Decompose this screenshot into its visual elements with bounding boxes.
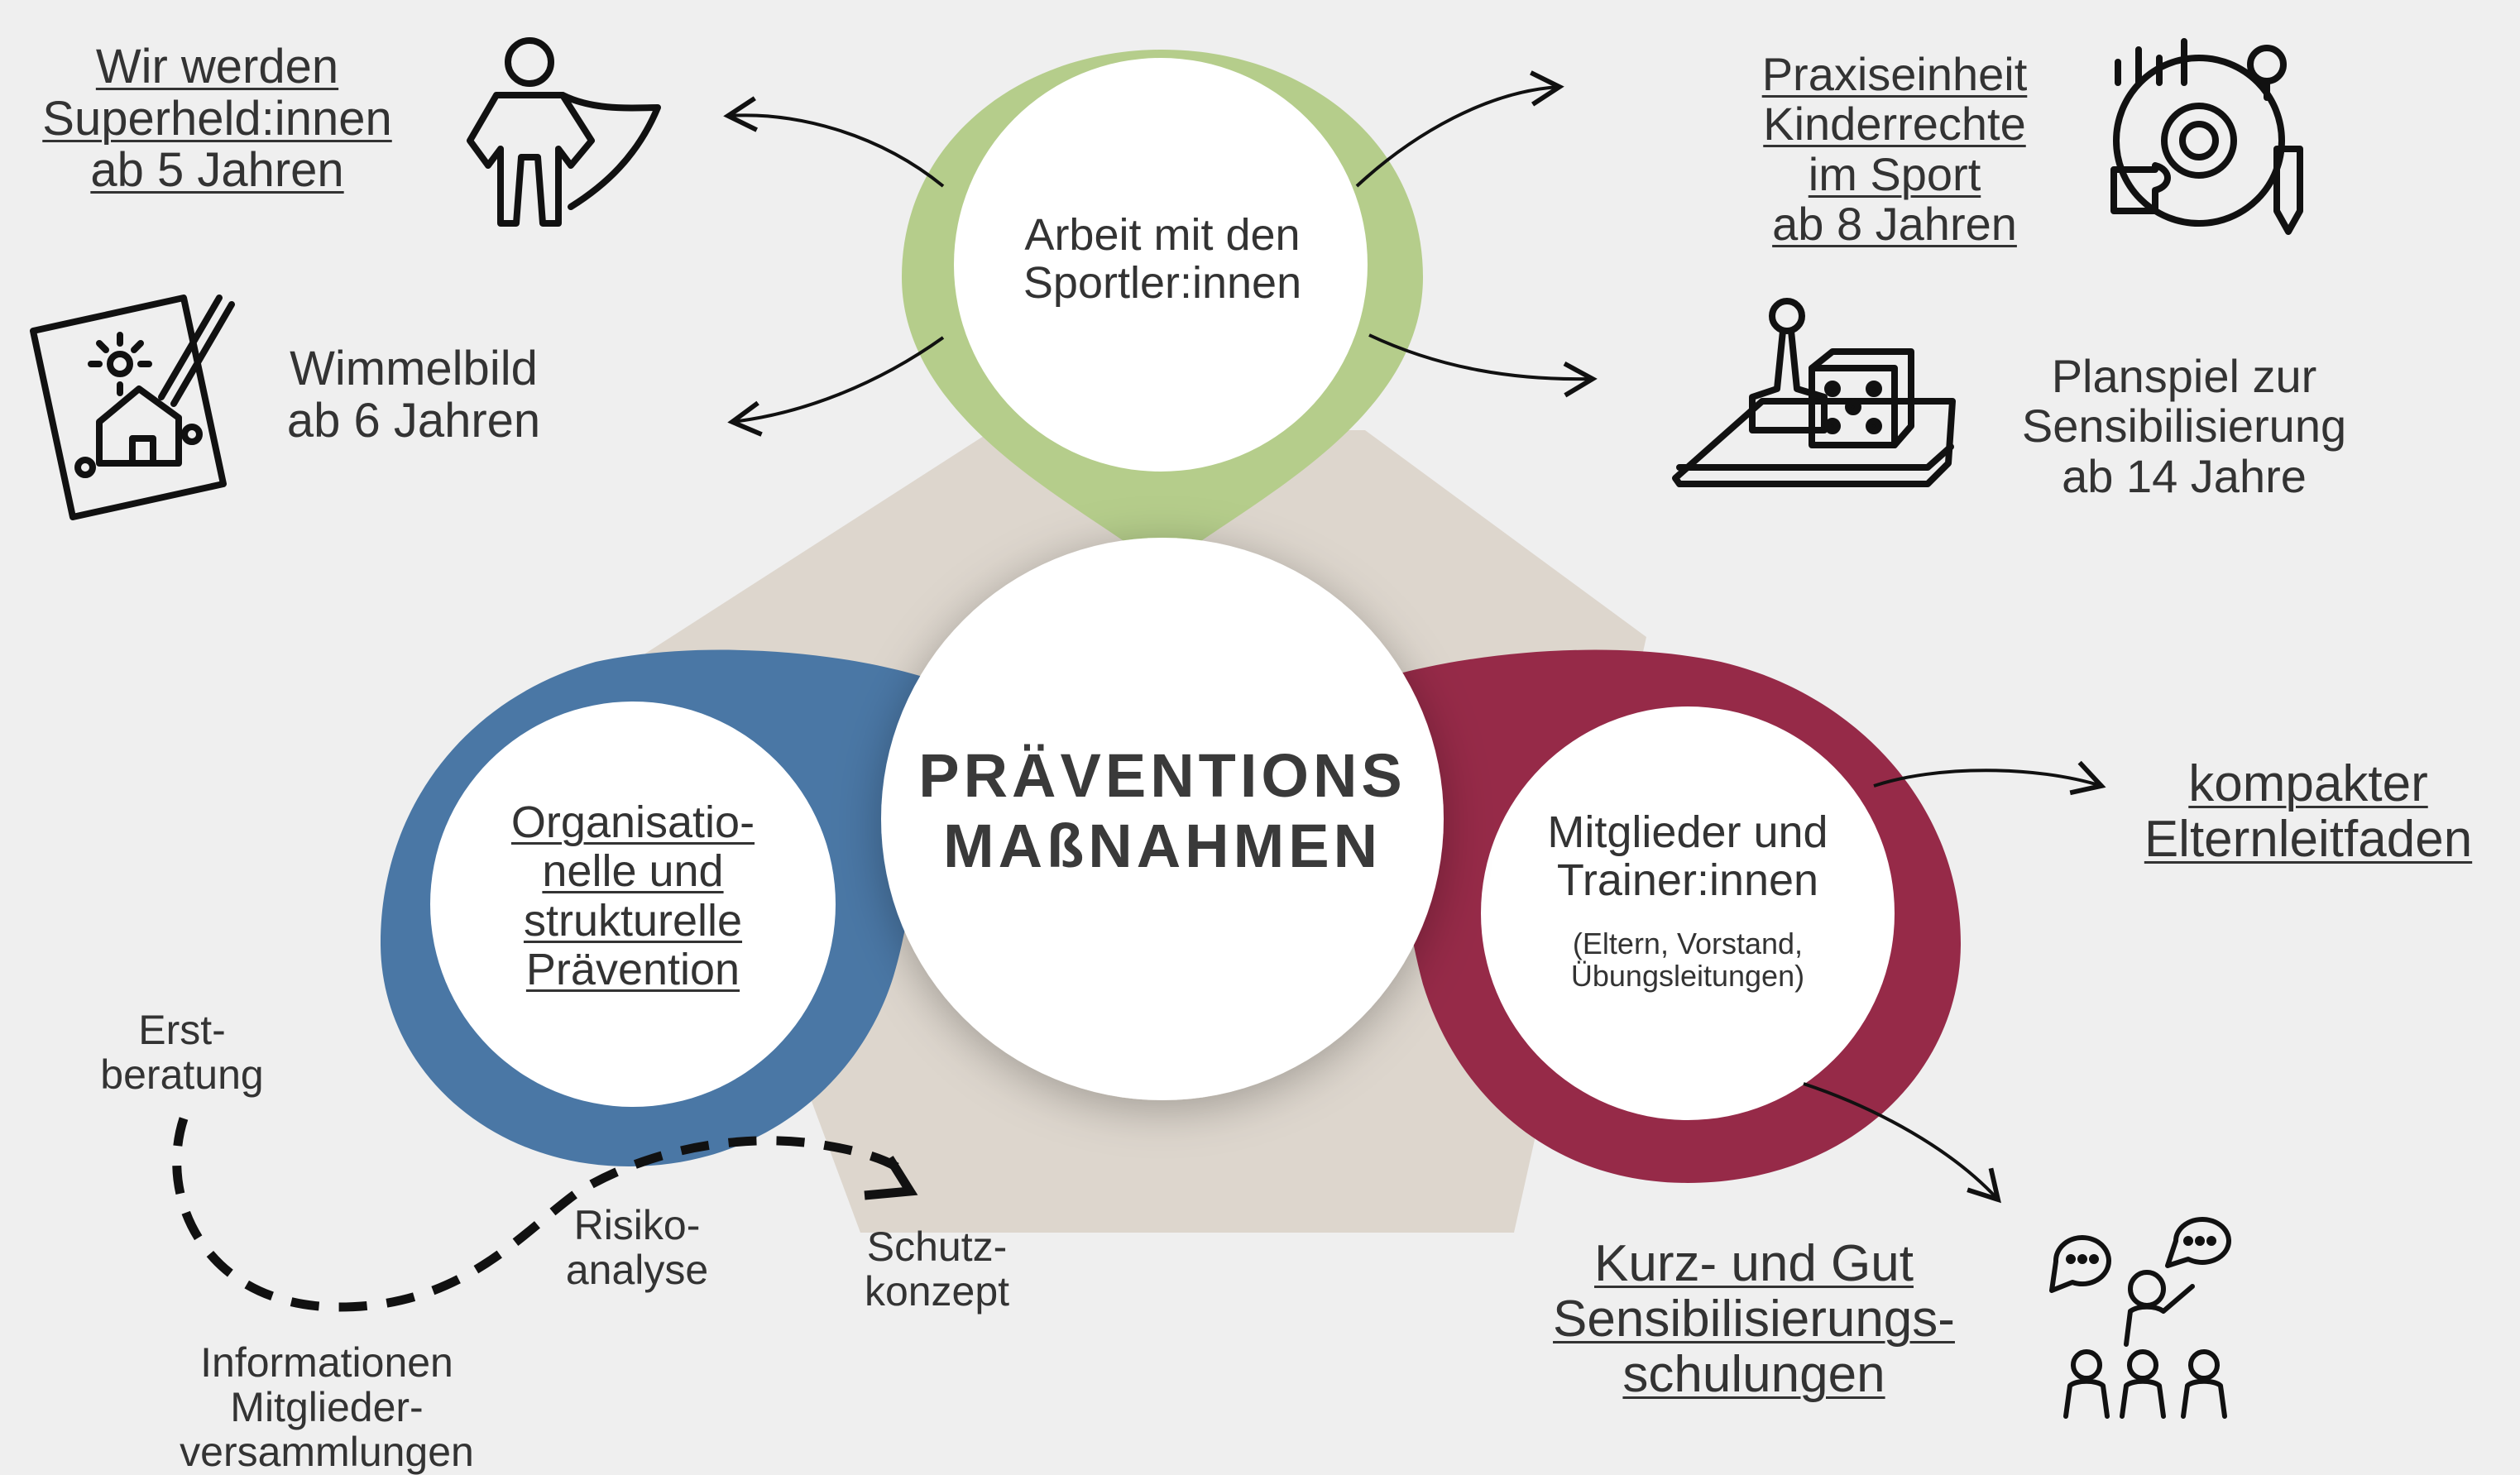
process-step-schutzkonzept: Schutz- konzept <box>827 1224 1047 1314</box>
left-circle-line2[interactable]: nelle und <box>542 846 724 897</box>
center-title: PRÄVENTIONS MAßNAHMEN <box>881 740 1444 881</box>
left-inner-circle <box>430 702 836 1107</box>
elternleitfaden-line2[interactable]: Elternleitfaden <box>2144 810 2473 868</box>
process-dashed-path <box>172 1117 914 1312</box>
process-arrowhead-icon <box>864 1156 918 1200</box>
drawing-icon <box>30 295 235 520</box>
superheld-line2[interactable]: Superheld:innen <box>42 91 392 146</box>
top-circle-label: Arbeit mit den Sportler:innen <box>976 211 1349 308</box>
arrow-to-wimmelbild <box>727 336 945 437</box>
planspiel-label: Planspiel zur Sensibilisierung ab 14 Jah… <box>1986 350 2383 502</box>
left-circle-line1[interactable]: Organisatio- <box>510 797 755 847</box>
erstberatung-line1: Erst- <box>138 1007 226 1053</box>
left-circle-line4[interactable]: Prävention <box>525 945 740 995</box>
left-circle-label[interactable]: Organisatio- nelle und strukturelle Präv… <box>447 797 819 995</box>
right-inner-circle <box>1481 706 1895 1120</box>
center-title-line1: PRÄVENTIONS <box>918 741 1406 810</box>
schutzkonzept-line2: konzept <box>864 1268 1010 1315</box>
right-circle-line1: Mitglieder und <box>1547 807 1828 857</box>
wimmelbild-label: Wimmelbild ab 6 Jahren <box>248 342 579 448</box>
center-title-line2: MAßNAHMEN <box>942 812 1382 881</box>
top-circle-line1: Arbeit mit den <box>1024 210 1301 260</box>
arrow-to-planspiel <box>1368 333 1598 398</box>
elternleitfaden-label[interactable]: kompakter Elternleitfaden <box>2106 755 2511 868</box>
planspiel-line1: Planspiel zur <box>2051 350 2317 402</box>
left-circle-line3[interactable]: strukturelle <box>523 895 743 946</box>
right-circle-note2: Übungsleitungen) <box>1570 958 1805 993</box>
praxis-line4[interactable]: ab 8 Jahren <box>1772 198 2017 251</box>
process-step-informationen: Informationen Mitglieder- versammlungen <box>137 1340 517 1474</box>
praxis-line2[interactable]: Kinderrechte <box>1763 98 2026 151</box>
planspiel-line3: ab 14 Jahre <box>2062 449 2307 502</box>
praxis-line3[interactable]: im Sport <box>1808 147 1981 200</box>
training-group-icon <box>2049 1216 2231 1419</box>
planspiel-line2: Sensibilisierung <box>2021 400 2347 453</box>
praxis-line1[interactable]: Praxiseinheit <box>1761 48 2028 100</box>
top-circle-line2: Sportler:innen <box>1023 258 1302 309</box>
arrow-to-superheld <box>723 96 945 188</box>
right-circle-note: (Eltern, Vorstand, Übungsleitungen) <box>1502 927 1874 993</box>
right-circle-label: Mitglieder und Trainer:innen <box>1502 808 1874 905</box>
strategy-gear-icon <box>2110 38 2303 235</box>
superheld-label[interactable]: Wir werden Superheld:innen ab 5 Jahren <box>0 41 434 197</box>
elternleitfaden-line1[interactable]: kompakter <box>2188 755 2428 812</box>
risikoanalyse-line2: analyse <box>565 1247 709 1293</box>
arrow-to-praxis <box>1355 70 1564 188</box>
informationen-line2: Mitglieder- <box>230 1384 424 1430</box>
informationen-line3: versammlungen <box>180 1429 474 1475</box>
board-game-icon <box>1672 298 1956 487</box>
arrow-to-elternleitfaden <box>1873 760 2106 796</box>
schulungen-line2[interactable]: Sensibilisierungs- <box>1553 1290 1955 1348</box>
process-step-erstberatung: Erst- beratung <box>50 1008 314 1097</box>
schulungen-label[interactable]: Kurz- und Gut Sensibilisierungs- schulun… <box>1522 1235 1986 1403</box>
praxis-label[interactable]: Praxiseinheit Kinderrechte im Sport ab 8… <box>1721 48 2068 251</box>
schulungen-line1[interactable]: Kurz- und Gut <box>1594 1235 1914 1292</box>
wimmelbild-line2: ab 6 Jahren <box>286 393 541 448</box>
superhero-icon <box>467 37 661 227</box>
wimmelbild-line1: Wimmelbild <box>290 342 538 395</box>
superheld-line1[interactable]: Wir werden <box>95 40 339 93</box>
schulungen-line3[interactable]: schulungen <box>1622 1345 1885 1403</box>
right-circle-note1: (Eltern, Vorstand, <box>1572 927 1804 960</box>
arrow-to-schulungen <box>1803 1082 2001 1204</box>
superheld-line3[interactable]: ab 5 Jahren <box>90 143 344 198</box>
informationen-line1: Informationen <box>200 1339 453 1386</box>
center-circle <box>881 538 1444 1100</box>
erstberatung-line2: beratung <box>100 1051 264 1098</box>
risikoanalyse-line1: Risiko- <box>573 1202 701 1248</box>
process-step-risikoanalyse: Risiko- analyse <box>513 1203 761 1292</box>
top-inner-circle <box>954 58 1368 472</box>
right-circle-line2: Trainer:innen <box>1556 855 1819 906</box>
schutzkonzept-line1: Schutz- <box>866 1224 1008 1270</box>
